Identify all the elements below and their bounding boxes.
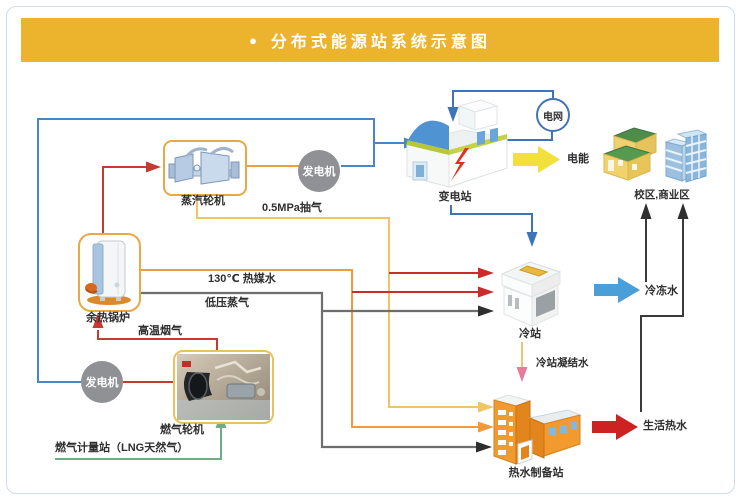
lp-steam-arrow-into-cold	[478, 305, 494, 317]
gas-turbine-photo	[177, 354, 270, 420]
steam-line-boiler-to-turbine	[102, 166, 146, 233]
title-bar: ● 分布式能源站系统示意图	[21, 18, 719, 62]
chilled-water-arrow-into-campus	[640, 203, 652, 219]
chilled-water-big-arrow	[594, 277, 640, 303]
electricity-line-to-cold-station	[450, 205, 533, 232]
extraction-arrow-into-cold	[478, 267, 494, 279]
flue-gas-line	[97, 330, 218, 351]
electric-energy-big-arrow	[513, 146, 560, 173]
hot-water-station-icon	[492, 394, 582, 465]
page-title: 分布式能源站系统示意图	[270, 34, 491, 51]
substation-icon	[406, 99, 508, 188]
hot-media-water-label: 130℃ 热媒水	[208, 273, 276, 285]
gas-turbine-label: 燃气轮机	[160, 424, 204, 436]
campus-label: 校区,商业区	[634, 189, 690, 201]
domestic-hot-water-big-arrow	[592, 414, 638, 440]
lp-steam-arrow-into-hotwater	[476, 441, 492, 453]
steam-turbine-icon	[168, 147, 240, 185]
generator-top-node: 发电机	[298, 150, 340, 192]
generator-top-label: 发电机	[302, 166, 336, 178]
low-pressure-steam-label: 低压蒸气	[205, 297, 249, 309]
lng-station-label: 燃气计量站（LNG天然气）	[55, 442, 189, 454]
generator-bottom-label: 发电机	[85, 377, 119, 389]
low-pressure-steam-line	[137, 291, 476, 449]
boiler-box	[78, 233, 141, 312]
cold-station-icon	[500, 261, 562, 327]
steam-arrow-into-turbine	[146, 161, 161, 173]
grid-line	[452, 90, 554, 141]
page-border-frame	[6, 6, 735, 494]
flue-gas-arrow-into-boiler	[92, 313, 104, 328]
condensate-label: 冷站凝结水	[536, 357, 589, 369]
title-bullet-icon: ●	[249, 32, 257, 48]
campus-buildings-icon	[602, 127, 708, 183]
hot-water-line-to-campus	[640, 219, 684, 412]
domestic-hot-water-label: 生活热水	[643, 420, 687, 432]
boiler-icon	[85, 240, 131, 305]
condensate-arrow-into-hotwater	[516, 367, 528, 382]
steam-turbine-label: 蒸汽轮机	[181, 195, 225, 207]
hot-water-station-label: 热水制备站	[508, 467, 564, 479]
steam-turbine-box	[163, 140, 247, 196]
hot-water-arrow-into-campus	[677, 203, 689, 219]
cold-station-label: 冷站	[519, 328, 541, 340]
grid-arrow-into-substation	[447, 107, 459, 122]
electric-energy-label: 电能	[567, 153, 589, 165]
extraction-steam-line	[196, 192, 478, 408]
chilled-water-label: 冷冻水	[645, 285, 678, 297]
hot-media-line	[137, 269, 478, 428]
grid-node: 电网	[536, 98, 570, 132]
hot-media-arrow-into-cold	[478, 286, 494, 298]
grid-label: 电网	[543, 111, 563, 123]
electricity-arrow-into-cold-station	[526, 232, 538, 247]
substation-label: 变电站	[438, 191, 472, 203]
lng-line	[55, 428, 222, 460]
generator-bottom-node: 发电机	[81, 361, 123, 403]
hot-media-arrow-into-hotwater	[478, 421, 494, 433]
extraction-steam-label: 0.5MPa抽气	[262, 202, 322, 214]
gas-turbine-box	[173, 350, 274, 424]
extraction-arrow-into-hotwater	[478, 401, 494, 413]
flue-gas-label: 高温烟气	[138, 325, 182, 337]
electricity-line-generators	[37, 118, 405, 383]
boiler-label: 余热锅炉	[86, 312, 130, 324]
